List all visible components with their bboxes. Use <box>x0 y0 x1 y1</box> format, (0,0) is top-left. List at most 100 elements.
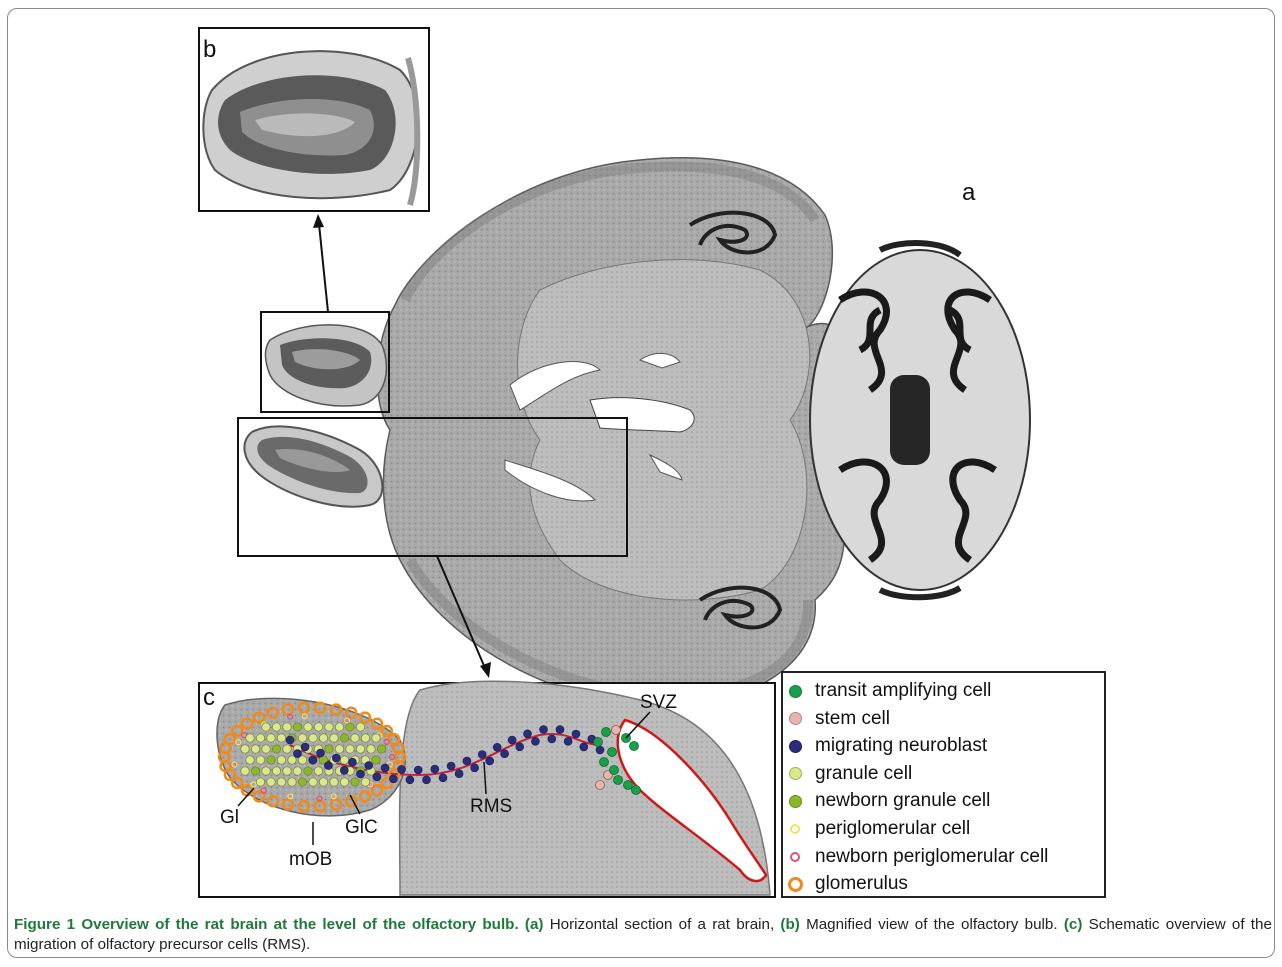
granule-mark <box>251 767 259 775</box>
granule-mark <box>293 723 301 731</box>
neuroblast-mark <box>486 757 494 765</box>
neuroblast-mark <box>373 773 381 781</box>
legend-symbol-icon <box>788 877 803 892</box>
neuroblast-mark <box>556 726 564 734</box>
legend-label: glomerulus <box>815 873 908 895</box>
granule-mark <box>304 767 312 775</box>
panel-b-image <box>203 51 418 205</box>
granule-mark <box>361 734 369 742</box>
granule-mark <box>283 767 291 775</box>
arrow-to-b <box>313 214 328 312</box>
granule-mark <box>267 734 275 742</box>
granule-mark <box>298 778 306 786</box>
neuroblast-mark <box>516 743 524 751</box>
granule-mark <box>314 723 322 731</box>
granule-mark <box>272 745 280 753</box>
neuroblast-mark <box>317 749 325 757</box>
granule-mark <box>346 723 354 731</box>
neuroblast-mark <box>447 762 455 770</box>
granule-mark <box>288 756 296 764</box>
label-gl: Gl <box>220 807 239 828</box>
transit-amplifying-mark <box>624 781 633 790</box>
granule-mark <box>330 734 338 742</box>
figure-caption: Figure 1 Overview of the rat brain at th… <box>14 915 1272 955</box>
neuroblast-mark <box>471 764 479 772</box>
neuroblast-mark <box>493 743 501 751</box>
caption-tag-c: (c) <box>1064 916 1083 933</box>
neuroblast-mark <box>524 730 532 738</box>
legend-item: newborn granule cell <box>787 787 990 815</box>
legend-symbol-icon <box>789 712 802 725</box>
neuroblast-mark <box>340 766 348 774</box>
neuroblast-mark <box>501 750 509 758</box>
legend-item: stem cell <box>787 705 890 733</box>
granule-mark <box>330 778 338 786</box>
neuroblast-mark <box>478 751 486 759</box>
stem-cell-mark <box>596 781 605 790</box>
transit-amplifying-mark <box>608 748 617 757</box>
brain-section <box>377 158 844 706</box>
granule-mark <box>314 767 322 775</box>
granule-mark <box>262 723 270 731</box>
granule-mark <box>319 734 327 742</box>
neuroblast-mark <box>389 775 397 783</box>
granule-mark <box>256 756 264 764</box>
legend-label: newborn periglomerular cell <box>815 846 1048 868</box>
granule-mark <box>293 767 301 775</box>
granule-mark <box>283 723 291 731</box>
neuroblast-mark <box>463 757 471 765</box>
granule-mark <box>246 734 254 742</box>
neuroblast-mark <box>301 743 309 751</box>
granule-mark <box>267 756 275 764</box>
legend-symbol-icon <box>789 685 802 698</box>
granule-mark <box>277 756 285 764</box>
granule-mark <box>283 745 291 753</box>
label-rms: RMS <box>470 796 512 817</box>
transit-amplifying-mark <box>610 766 619 775</box>
olfactory-bulb-section <box>244 426 382 506</box>
granule-mark <box>340 734 348 742</box>
granule-mark <box>351 778 359 786</box>
legend-label: transit amplifying cell <box>815 680 991 702</box>
caption-tag-b: (b) <box>780 916 799 933</box>
legend-item: glomerulus <box>787 870 908 898</box>
neuroblast-mark <box>357 770 365 778</box>
transit-amplifying-mark <box>614 776 623 785</box>
legend-item: periglomerular cell <box>787 815 970 843</box>
granule-mark <box>372 734 380 742</box>
neuroblast-mark <box>286 736 294 744</box>
granule-mark <box>319 778 327 786</box>
granule-mark <box>241 767 249 775</box>
granule-mark <box>356 745 364 753</box>
neuroblast-mark <box>406 776 414 784</box>
neuroblast-mark <box>414 766 422 774</box>
neuroblast-mark <box>508 736 516 744</box>
legend-symbol-icon <box>789 740 802 753</box>
legend-symbol-icon <box>790 852 800 862</box>
bulb-inset-image <box>266 325 387 406</box>
legend-label: periglomerular cell <box>815 818 970 840</box>
granule-mark <box>246 756 254 764</box>
panel-label-b: b <box>203 36 216 63</box>
granule-mark <box>298 734 306 742</box>
granule-mark <box>272 723 280 731</box>
granule-mark <box>335 745 343 753</box>
neuroblast-mark <box>294 750 302 758</box>
neuroblast-mark <box>381 764 389 772</box>
neuroblast-mark <box>596 746 604 754</box>
panel-label-a: a <box>962 179 976 206</box>
caption-text-b: Magnified view of the olfactory bulb. <box>806 916 1058 933</box>
granule-mark <box>272 767 280 775</box>
legend-label: migrating neuroblast <box>815 735 987 757</box>
granule-mark <box>256 778 264 786</box>
legend-item: transit amplifying cell <box>787 677 991 705</box>
caption-text-a: Horizontal section of a rat brain, <box>550 916 774 933</box>
granule-mark <box>325 723 333 731</box>
label-svz: SVZ <box>640 692 677 713</box>
caption-title: Figure 1 Overview of the rat brain at th… <box>14 916 519 933</box>
granule-mark <box>361 778 369 786</box>
granule-mark <box>262 745 270 753</box>
granule-mark <box>356 723 364 731</box>
granule-mark <box>267 778 275 786</box>
neuroblast-mark <box>348 758 356 766</box>
